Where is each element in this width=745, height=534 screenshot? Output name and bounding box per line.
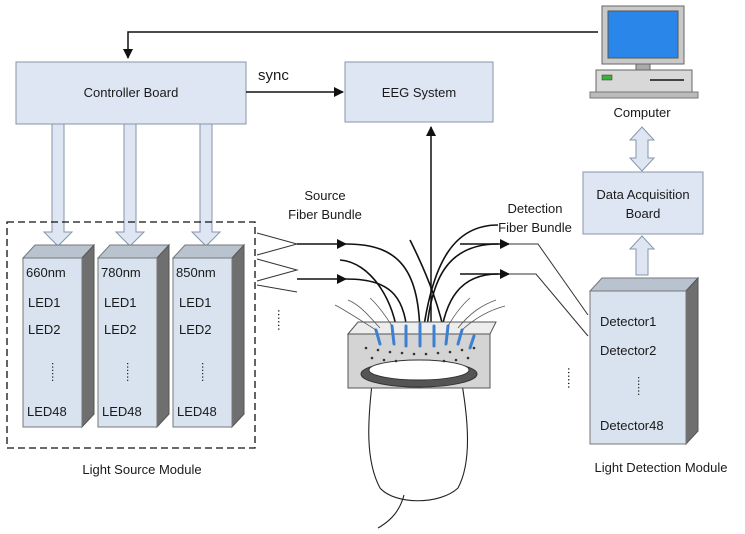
detector-to-daq-arrow <box>628 235 656 276</box>
optode-markers <box>374 322 476 350</box>
led-wavelength: 780nm <box>101 265 141 280</box>
led-column-780: 780nm LED1 LED2 ...... LED48 <box>96 243 171 429</box>
computer-label: Computer <box>613 105 671 120</box>
controller-board-label: Controller Board <box>84 85 179 100</box>
led-label: LED48 <box>102 404 142 419</box>
light-source-module-frame <box>6 221 256 449</box>
led-label: LED48 <box>177 404 217 419</box>
led-label: LED2 <box>179 322 212 337</box>
computer-daq-double-arrow <box>628 126 656 172</box>
detection-fiber-ellipsis: ...... <box>565 367 580 389</box>
detection-fibers <box>509 243 589 337</box>
light-source-module-label: Light Source Module <box>82 462 201 477</box>
detector-label: Detector48 <box>600 418 664 433</box>
led-label: LED48 <box>27 404 67 419</box>
eeg-system: EEG System <box>344 61 494 123</box>
led-label: LED1 <box>179 295 212 310</box>
led-label: LED1 <box>104 295 137 310</box>
led-wavelength: 850nm <box>176 265 216 280</box>
detection-bundle-line1: Detection <box>508 201 563 216</box>
led-column-660: 660nm LED1 LED2 ...... LED48 <box>21 243 96 429</box>
source-bundle-line1: Source <box>304 188 345 203</box>
head-illustration <box>334 297 506 529</box>
detector-label: Detector2 <box>600 343 656 358</box>
led-column-850: 850nm LED1 LED2 ...... LED48 <box>171 243 246 429</box>
led-label: LED2 <box>28 322 61 337</box>
light-detection-module-box: Detector1 Detector2 ...... Detector48 <box>588 276 700 446</box>
source-fiber-bundle <box>256 232 347 293</box>
computer-icon <box>589 5 699 99</box>
led-label: LED2 <box>104 322 137 337</box>
led-ellipsis: ...... <box>124 362 138 382</box>
data-acquisition-board: Data Acquisition Board <box>582 171 704 235</box>
controller-to-led-arrows <box>42 123 222 247</box>
light-detection-module-label: Light Detection Module <box>595 460 728 475</box>
controller-board: Controller Board <box>15 61 247 125</box>
detection-bundle-line2: Fiber Bundle <box>498 220 572 235</box>
led-ellipsis: ...... <box>49 362 63 382</box>
led-ellipsis: ...... <box>199 362 213 382</box>
sync-label: sync <box>258 67 289 84</box>
daq-line1: Data Acquisition <box>596 187 689 202</box>
source-bundle-line2: Fiber Bundle <box>288 207 362 222</box>
detector-label: Detector1 <box>600 314 656 329</box>
daq-line2: Board <box>626 206 661 221</box>
source-fiber-ellipsis: ...... <box>275 309 290 331</box>
led-label: LED1 <box>28 295 61 310</box>
detector-ellipsis: ...... <box>635 376 649 396</box>
led-wavelength: 660nm <box>26 265 66 280</box>
loose-fibers <box>334 297 506 331</box>
eeg-system-label: EEG System <box>382 85 456 100</box>
computer-to-controller-arrow <box>123 31 598 59</box>
